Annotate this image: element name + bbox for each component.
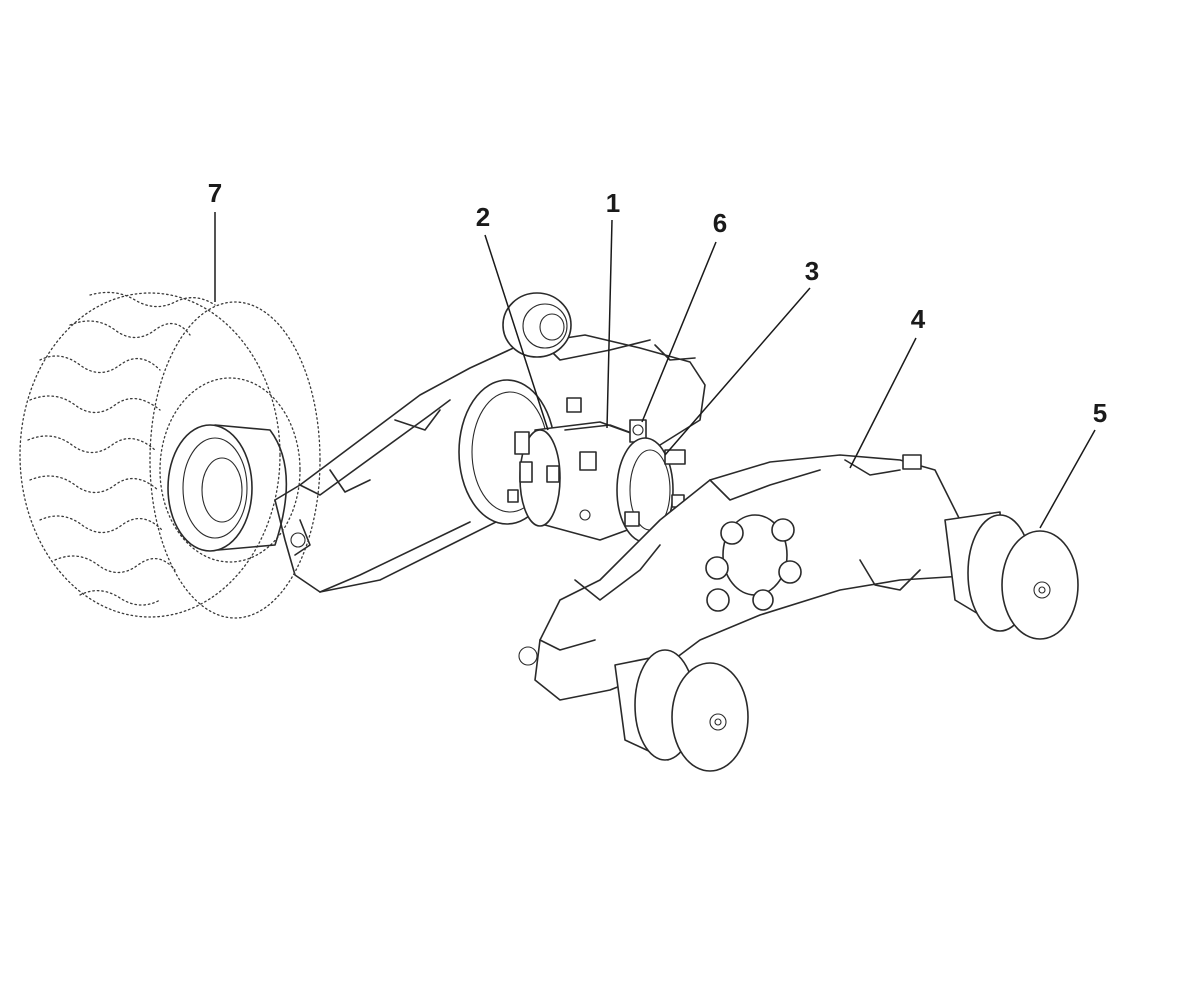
gear-flange bbox=[616, 437, 686, 543]
bogie-wheel-front bbox=[614, 649, 749, 772]
callout-1: 1 bbox=[606, 188, 620, 218]
left-wheel-hub bbox=[167, 424, 288, 552]
leader-6 bbox=[641, 241, 717, 423]
callout-4: 4 bbox=[911, 304, 926, 334]
leader-4 bbox=[849, 337, 917, 469]
callout-2: 2 bbox=[476, 202, 490, 232]
leader-lines bbox=[214, 212, 1096, 529]
tire bbox=[19, 291, 321, 619]
leader-2 bbox=[484, 234, 549, 431]
leader-1 bbox=[606, 219, 613, 429]
callout-7: 7 bbox=[208, 178, 222, 208]
callout-6: 6 bbox=[713, 208, 727, 238]
bogie-frame bbox=[518, 454, 991, 701]
callout-5: 5 bbox=[1093, 398, 1107, 428]
leader-5 bbox=[1039, 429, 1096, 529]
callout-labels: 7 2 1 6 3 4 5 bbox=[208, 178, 1107, 428]
leader-3 bbox=[664, 287, 811, 456]
rear-hub bbox=[502, 292, 572, 358]
callout-3: 3 bbox=[805, 256, 819, 286]
bogie-wheel-rear bbox=[944, 511, 1079, 640]
